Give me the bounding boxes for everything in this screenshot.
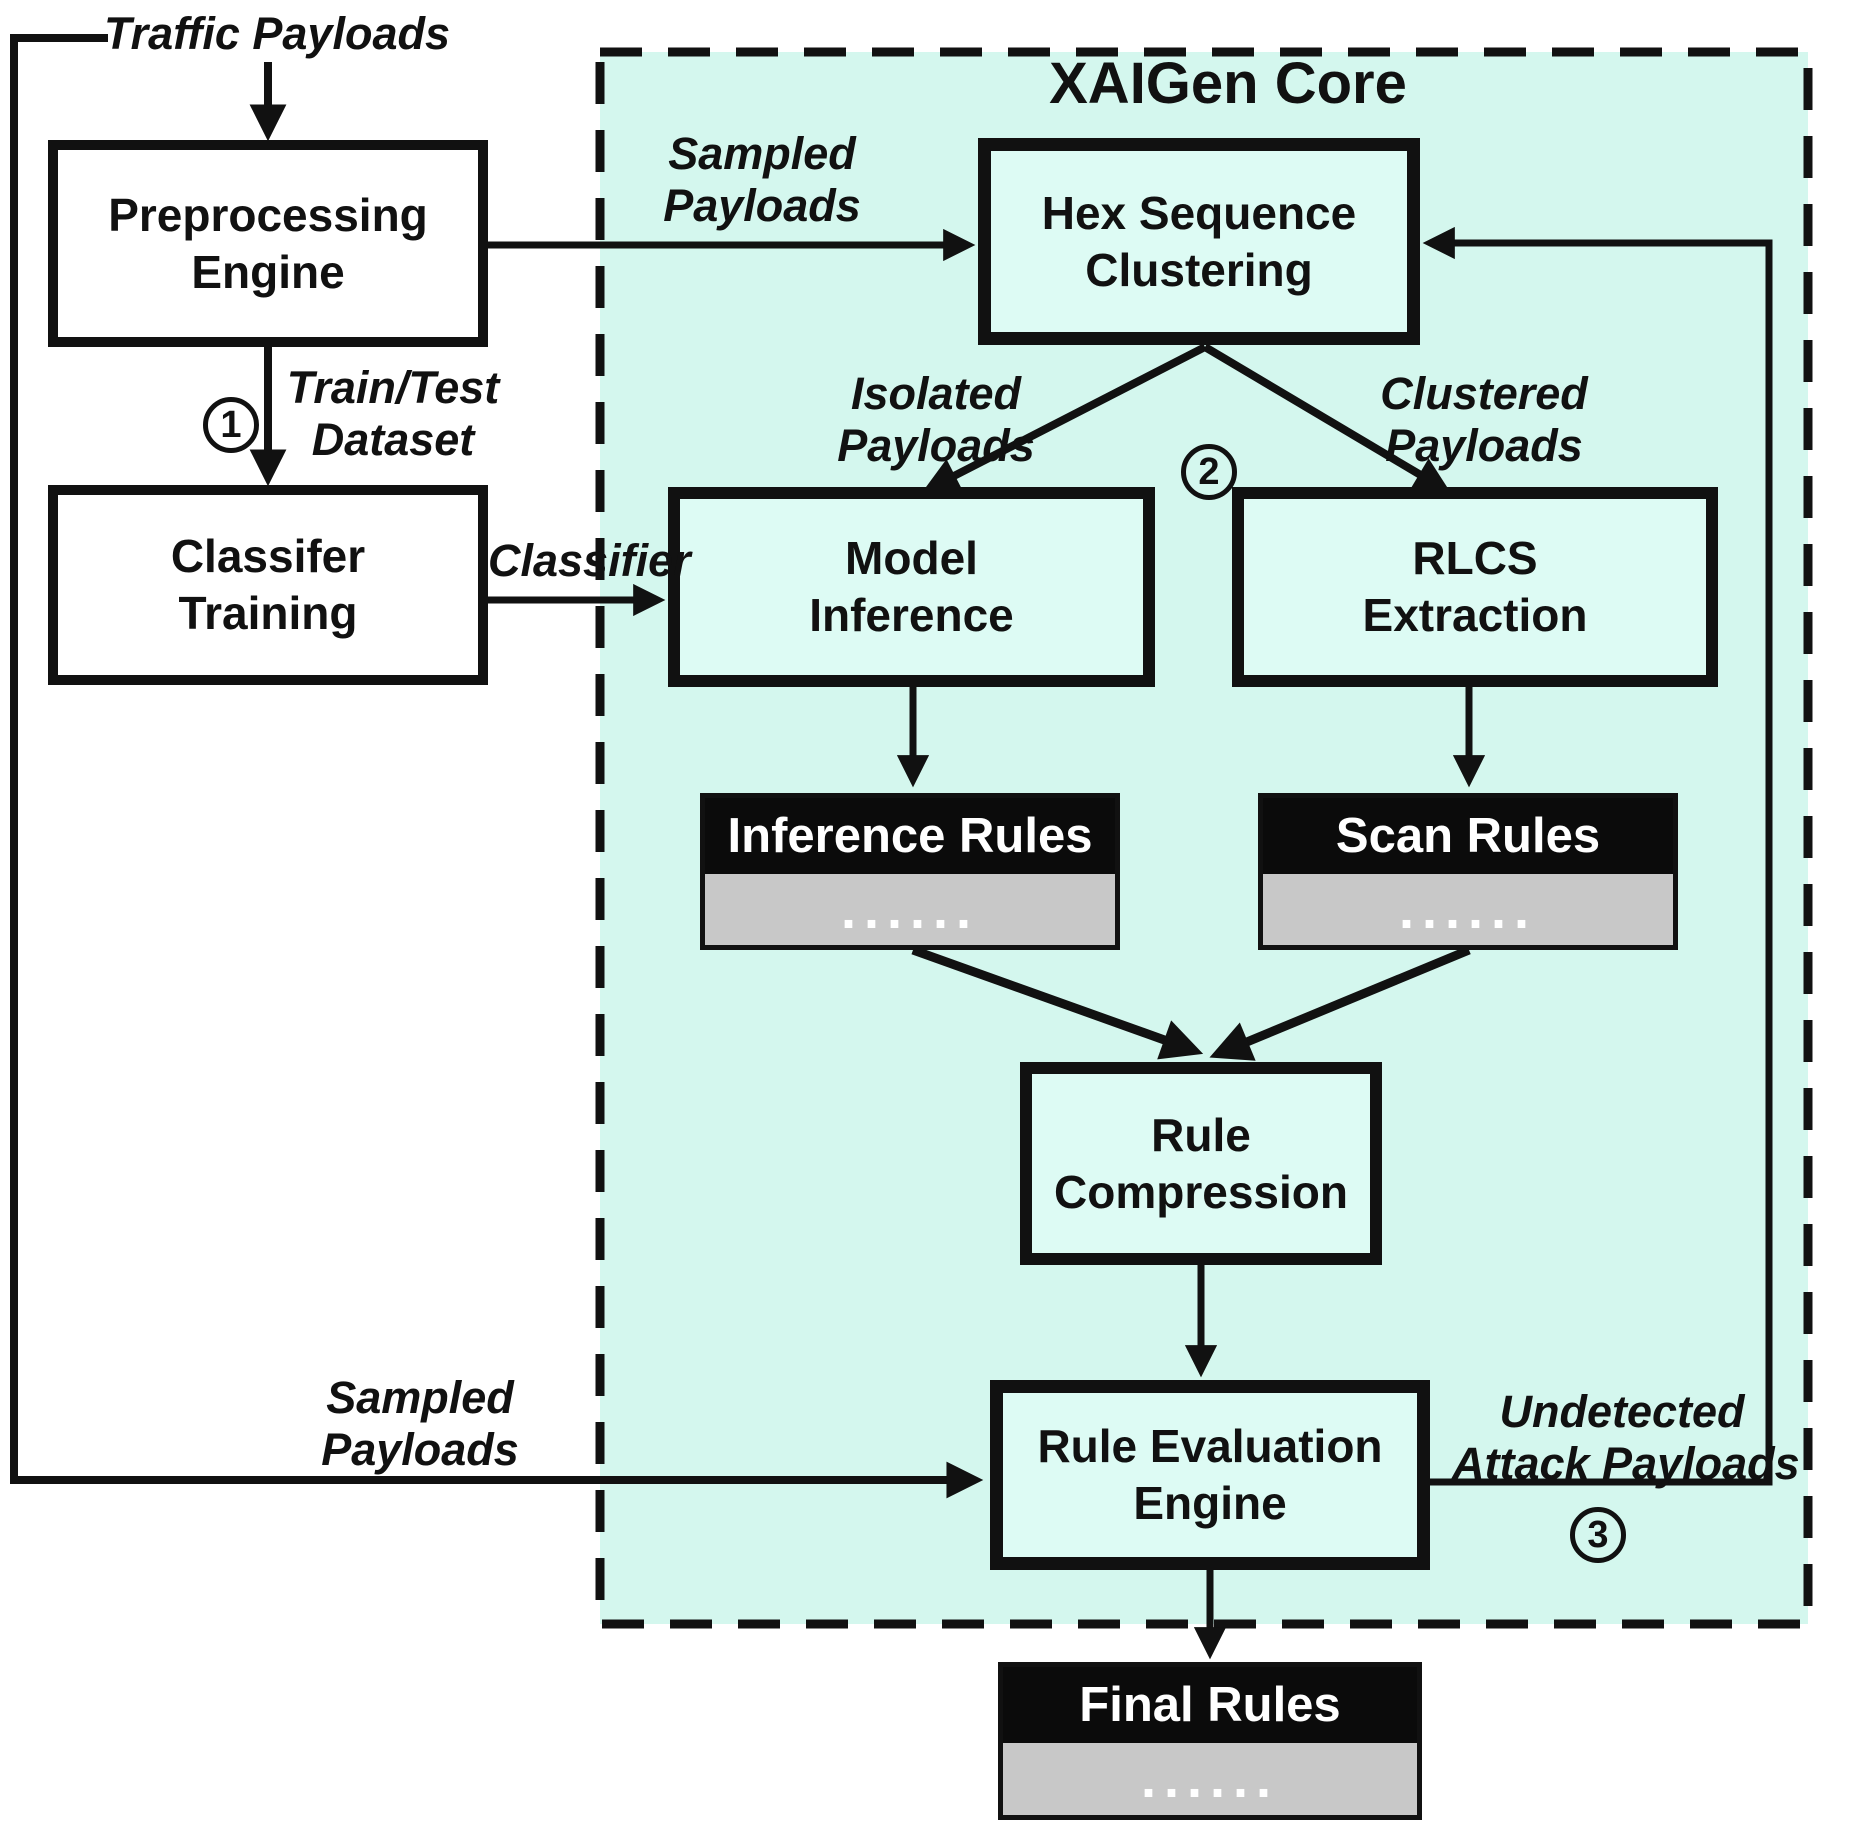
label-classifier: Classifier [488, 535, 691, 586]
label-traffic-payloads: Traffic Payloads [103, 8, 450, 59]
label-line: Isolated [850, 368, 1022, 419]
edge-clustering-to-rlcs [1202, 343, 1451, 493]
rulebox-inference-rules: Inference Rules ...... [700, 793, 1120, 950]
label-train-test-dataset: Train/Test Dataset [283, 362, 503, 466]
node-label-line: Preprocessing [108, 188, 428, 241]
node-label-line: Extraction [1362, 589, 1588, 641]
step-marker-1: 1 [203, 397, 259, 453]
label-line: Payloads [663, 180, 861, 231]
edge-inference-rules-to-compression [911, 945, 1204, 1060]
rulebox-title: Scan Rules [1263, 798, 1673, 874]
label-line: Attack Payloads [1452, 1438, 1800, 1489]
node-rule-evaluation-engine: Rule Evaluation Engine [990, 1380, 1430, 1570]
label-undetected-attack-payloads: Undetected Attack Payloads [1452, 1386, 1800, 1490]
step-marker-2: 2 [1181, 444, 1237, 500]
edge-clustering-to-inference [922, 343, 1207, 493]
rulebox-final-rules: Final Rules ...... [998, 1662, 1422, 1820]
edge-scan-rules-to-compression [1209, 945, 1471, 1061]
node-classifier-training: Classifer Training [48, 485, 488, 685]
node-label-line: Engine [1133, 1477, 1287, 1529]
label-clustered-payloads: Clustered Payloads [1374, 368, 1594, 472]
rulebox-body-dots: ...... [1263, 874, 1673, 945]
step-marker-3: 3 [1570, 1507, 1626, 1563]
node-preprocessing-engine: Preprocessing Engine [48, 140, 488, 347]
node-label-line: Classifer [170, 530, 366, 582]
node-label-line: Engine [191, 245, 345, 298]
label-isolated-payloads: Isolated Payloads [826, 368, 1046, 472]
node-label-line: RLCS [1412, 532, 1538, 584]
label-line: Payloads [1385, 420, 1583, 471]
label-line: Sampled [668, 128, 856, 179]
rulebox-body-dots: ...... [705, 874, 1115, 945]
node-label-line: Training [178, 587, 358, 639]
node-model-inference: Model Inference [668, 487, 1155, 687]
rulebox-title: Final Rules [1003, 1667, 1417, 1743]
label-line: Undetected [1499, 1386, 1745, 1437]
node-rule-compression: Rule Compression [1020, 1062, 1382, 1265]
rulebox-scan-rules: Scan Rules ...... [1258, 793, 1678, 950]
edge-evaluation-feedback-to-clustering [1422, 226, 1773, 1486]
label-line: Clustered [1380, 368, 1588, 419]
node-hex-sequence-clustering: Hex Sequence Clustering [978, 138, 1420, 345]
node-label-line: Compression [1054, 1165, 1348, 1218]
edge-traffic-to-rule-evaluation [10, 34, 984, 1499]
label-line: Payloads [321, 1424, 519, 1475]
node-label-line: Rule Evaluation [1037, 1420, 1383, 1472]
node-label-line: Clustering [1085, 243, 1313, 296]
label-sampled-payloads-top: Sampled Payloads [652, 128, 872, 232]
label-line: Payloads [837, 420, 1035, 471]
label-line: Sampled [326, 1372, 514, 1423]
label-line: Dataset [311, 414, 475, 465]
node-label-line: Inference [809, 589, 1014, 641]
label-line: Train/Test [286, 362, 500, 413]
node-rlcs-extraction: RLCS Extraction [1232, 487, 1718, 687]
node-label-line: Hex Sequence [1041, 186, 1357, 239]
label-sampled-payloads-bottom: Sampled Payloads [310, 1372, 530, 1476]
node-label-line: Rule [1151, 1108, 1251, 1161]
xaigen-core-title: XAIGen Core [1049, 51, 1407, 116]
rulebox-title: Inference Rules [705, 798, 1115, 874]
rulebox-body-dots: ...... [1003, 1743, 1417, 1815]
node-label-line: Model [845, 532, 978, 584]
